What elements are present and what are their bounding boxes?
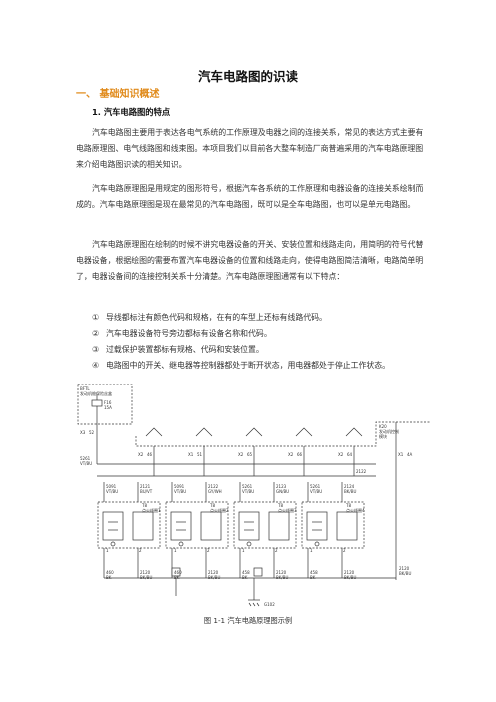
wire-code: 460	[174, 570, 182, 575]
fuse-box-label: BFTL	[80, 386, 90, 391]
wire-code: 2120	[399, 566, 410, 571]
wire-code: 2120	[276, 570, 287, 575]
connector-label: X3	[80, 430, 86, 435]
pin-label: 1	[174, 548, 177, 553]
wire-code: 5261	[242, 484, 253, 489]
pin-label: 2	[275, 548, 278, 553]
wire-color: BK/BU	[140, 575, 152, 580]
connector-pin: 64	[347, 452, 353, 457]
connector-pin: 4A	[407, 452, 413, 457]
subsection-heading: 1. 汽车电路图的特点	[92, 107, 171, 117]
figure-caption: 图 1-1 汽车电路原理图示例	[203, 616, 293, 625]
wire-code: 2121	[140, 484, 151, 489]
wire-color: BK/BU	[276, 575, 288, 580]
fuse-amp: 15A	[104, 405, 112, 410]
document-title: 汽车电路图的识读	[197, 69, 298, 84]
connector-label: X1	[188, 452, 194, 457]
wire-code: 2120	[344, 570, 355, 575]
wire-code: 2122	[208, 484, 219, 489]
wire-code: 458	[242, 570, 250, 575]
wire-color: BK	[310, 575, 316, 580]
section-heading: 一、 基础知识概述	[76, 89, 160, 100]
component-name: 点火线圈4	[346, 507, 365, 513]
wire-color: BK/BU	[208, 575, 220, 580]
connector-label: X2	[288, 452, 294, 457]
connector-pin: 51	[197, 452, 203, 457]
pin-label: 1	[310, 548, 313, 553]
connector-label: X1	[398, 452, 404, 457]
wire-code: 460	[106, 570, 114, 575]
wire-color: VT/BU	[106, 489, 118, 494]
wire-code: 2120	[140, 570, 151, 575]
fuse-box-desc: 发动机舱保险丝盒	[80, 390, 112, 396]
pin-label: 2	[139, 548, 142, 553]
wire-color: GN/BU	[276, 489, 289, 494]
circuit-diagram: BFTL 发动机舱保险丝盒 F16 15A K20 发动机控制 模块 X3 52…	[77, 384, 431, 607]
component-label: T8	[345, 503, 351, 508]
module-desc: 发动机控制	[379, 428, 399, 434]
pin-label: 2	[343, 548, 346, 553]
wire-code: 5091	[106, 484, 117, 489]
wire-color: BK/BU	[399, 571, 411, 576]
paragraph-3: 汽车电路原理图在绘制的时候不讲究电器设备的开关、安装位置和线路走向，用简明的符号…	[76, 240, 424, 281]
pin-label: 1	[242, 548, 245, 553]
wire-color: VT/BU	[174, 489, 186, 494]
wire-color: VT/BU	[310, 489, 322, 494]
connector-pin: 65	[247, 452, 253, 457]
pin-label: 2	[207, 548, 210, 553]
wire-color: BK/BU	[344, 489, 356, 494]
wire-code: 5261	[310, 484, 321, 489]
wire-code: 458	[310, 570, 318, 575]
wire-color: BK	[174, 575, 180, 580]
paragraph-2: 汽车电路原理图是用规定的图形符号，根据汽车各系统的工作原理和电器设备的连接关系绘…	[76, 184, 424, 209]
wire-code: 5261	[80, 456, 91, 461]
wire-code: 2124	[344, 484, 355, 489]
connector-pin: 66	[297, 452, 303, 457]
connector-pin: 52	[89, 430, 95, 435]
component-label: T8	[209, 503, 215, 508]
wire-color: GY/WH	[208, 489, 222, 494]
wire-color: BK	[242, 575, 248, 580]
module-label: K20	[379, 424, 387, 429]
component-label: T8	[141, 503, 147, 508]
fuse-label: F16	[104, 400, 112, 405]
paragraph-1: 汽车电路图主要用于表达各电气系统的工作原理及电器之间的连接关系，常见的表达方式主…	[76, 128, 424, 169]
wire-color: BK	[106, 575, 112, 580]
connector-pin: 46	[147, 452, 153, 457]
wire-color: BU/VT	[140, 489, 153, 494]
component-name: 点火线圈2	[210, 507, 229, 513]
wire-code: 2123	[276, 484, 287, 489]
connector-label: X2	[138, 452, 144, 457]
wire-code: 5091	[174, 484, 185, 489]
wire-code: 2120	[208, 570, 219, 575]
wire-color: BK/BU	[344, 575, 356, 580]
component-name: 点火线圈1	[142, 507, 161, 513]
bus-code: 2122	[356, 469, 367, 474]
connector-label: X2	[238, 452, 244, 457]
component-name: 点火线圈3	[278, 507, 297, 513]
ground-label: G102	[264, 602, 275, 607]
pin-label: 1	[106, 548, 109, 553]
wire-color: VT/BU	[80, 461, 92, 466]
module-desc: 模块	[379, 433, 387, 439]
component-label: T8	[277, 503, 283, 508]
connector-label: X2	[338, 452, 344, 457]
wire-color: VT/BU	[242, 489, 254, 494]
